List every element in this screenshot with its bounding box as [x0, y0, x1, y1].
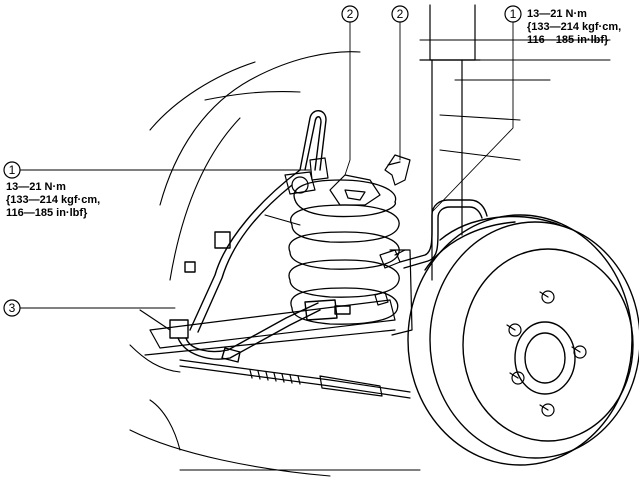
trailing-arm [144, 249, 413, 356]
svg-text:3: 3 [9, 301, 16, 315]
callout-1-top: 1 [504, 5, 522, 23]
torque-spec-top-line1: 13—21 N·m [527, 8, 587, 20]
torque-spec-left-line1: 13—21 N·m [6, 181, 66, 193]
svg-text:1: 1 [510, 7, 517, 21]
torque-spec-left-line3: 116—185 in·lbf} [6, 207, 88, 219]
coil-spring [288, 179, 400, 325]
parking-brake-cable [179, 359, 411, 399]
torque-spec-top: 13—21 N·m {133—214 kgf·cm, 116—185 in·lb… [527, 8, 621, 47]
torque-spec-top-line2: {133—214 kgf·cm, [527, 21, 622, 33]
body-panel-outline [129, 39, 611, 477]
svg-text:1: 1 [9, 163, 16, 177]
callout-leaders [19, 21, 514, 309]
torque-spec-top-line3: 116—185 in·lbf} [527, 34, 609, 46]
callout-2-left: 2 [341, 5, 359, 23]
hardware-details [374, 249, 406, 306]
wheel-studs [506, 290, 587, 417]
brake-drum [407, 214, 639, 466]
brake-hose [169, 110, 351, 363]
torque-spec-left: 13—21 N·m {133—214 kgf·cm, 116—185 in·lb… [6, 181, 100, 220]
callout-3-left: 3 [3, 299, 21, 317]
svg-text:2: 2 [347, 7, 354, 21]
brake-pipe [399, 199, 488, 269]
callout-1-left: 1 [3, 161, 21, 179]
shock-absorber [419, 4, 481, 281]
flare-nut-fitting [284, 157, 329, 195]
callout-2-right: 2 [391, 5, 409, 23]
torque-spec-left-line2: {133—214 kgf·cm, [6, 194, 101, 206]
svg-text:2: 2 [397, 7, 404, 21]
